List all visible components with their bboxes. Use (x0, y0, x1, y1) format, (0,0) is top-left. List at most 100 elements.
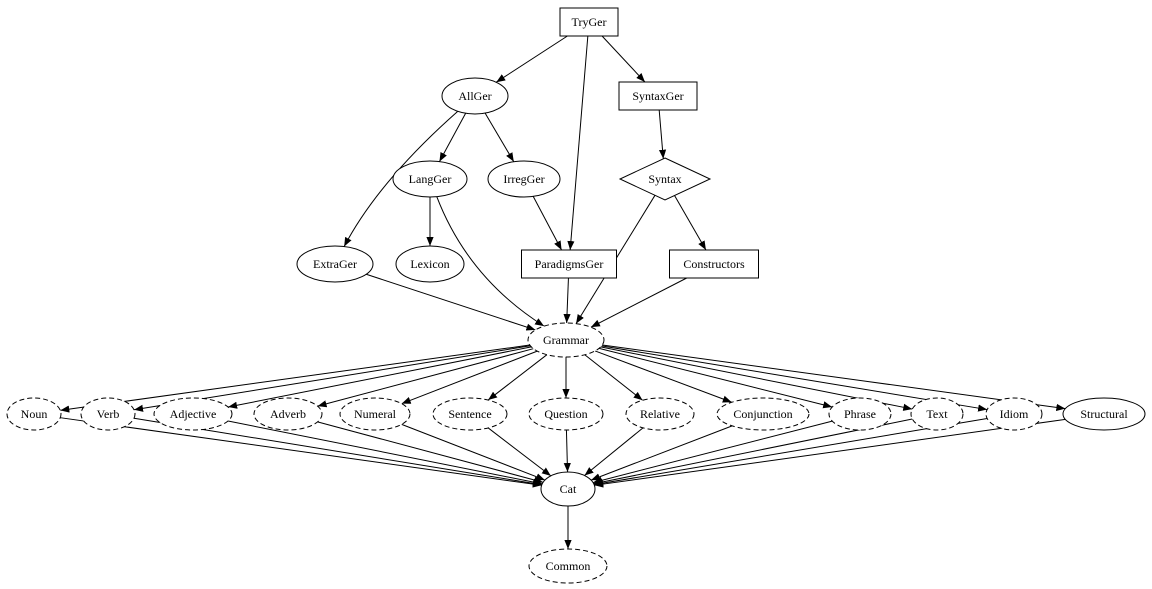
node-label-Grammar: Grammar (543, 333, 589, 347)
ellipse-shape (441, 77, 509, 115)
node-label-Phrase: Phrase (844, 407, 876, 421)
node-label-Adverb: Adverb (270, 407, 306, 421)
node-label-Idiom: Idiom (1000, 407, 1029, 421)
ellipse-shape (253, 397, 323, 431)
edge-AllGer-IrregGer (484, 112, 515, 162)
node-label-Cat: Cat (560, 482, 577, 496)
node-Question: Question (528, 397, 604, 431)
edge-TryGer-ParadigmsGer (567, 35, 589, 251)
box-shape (521, 249, 617, 279)
edge-ExtraGer-Grammar (366, 273, 536, 331)
ellipse-shape (153, 397, 233, 431)
edge-Relative-Cat (584, 427, 644, 476)
node-label-IrregGer: IrregGer (503, 172, 544, 186)
node-Phrase: Phrase (828, 397, 892, 431)
edge-Grammar-Sentence (487, 354, 548, 401)
node-Constructors: Constructors (669, 249, 759, 279)
node-IrregGer: IrregGer (487, 160, 561, 198)
edge-Sentence-Cat (487, 427, 552, 477)
edge-AllGer-ExtraGer (343, 110, 459, 247)
edge-Grammar-Numeral (401, 350, 538, 405)
ellipse-shape (395, 245, 465, 283)
edge-AllGer-LangGer (438, 113, 467, 162)
edge-Adverb-Cat (317, 421, 544, 484)
node-Relative: Relative (625, 397, 695, 431)
edge-Grammar-Adjective (228, 346, 532, 409)
node-Adverb: Adverb (253, 397, 323, 431)
ellipse-shape (828, 397, 892, 431)
node-label-AllGer: AllGer (458, 89, 491, 103)
ellipse-shape (910, 397, 964, 431)
node-Common: Common (528, 548, 608, 584)
node-label-Conjunction: Conjunction (733, 407, 792, 421)
node-Text: Text (910, 397, 964, 431)
node-label-Structural: Structural (1080, 407, 1128, 421)
node-ExtraGer: ExtraGer (296, 245, 374, 283)
node-label-Noun: Noun (21, 407, 48, 421)
node-Idiom: Idiom (985, 397, 1043, 431)
node-Sentence: Sentence (432, 397, 508, 431)
ellipse-shape (80, 397, 136, 431)
edge-Structural-Cat (594, 418, 1066, 488)
node-TryGer: TryGer (559, 7, 619, 37)
ellipse-shape (392, 160, 468, 198)
node-label-ParadigmsGer: ParadigmsGer (535, 257, 604, 271)
diamond-shape (618, 157, 712, 201)
node-label-Relative: Relative (640, 407, 680, 421)
edge-Idiom-Cat (594, 418, 988, 487)
edge-Phrase-Cat (592, 420, 833, 484)
node-Lexicon: Lexicon (395, 245, 465, 283)
node-Numeral: Numeral (339, 397, 411, 431)
edge-IrregGer-ParadigmsGer (532, 196, 563, 251)
node-Syntax: Syntax (618, 157, 712, 201)
box-shape (559, 7, 619, 37)
ellipse-shape (296, 245, 374, 283)
node-Adjective: Adjective (153, 397, 233, 431)
edge-Adjective-Cat (227, 420, 543, 486)
edge-Question-Cat (563, 429, 571, 473)
ellipse-shape (527, 322, 605, 358)
node-label-Numeral: Numeral (354, 407, 397, 421)
ellipse-shape (716, 397, 810, 431)
edge-TryGer-AllGer (495, 35, 568, 83)
ellipse-shape (528, 548, 608, 584)
ellipse-shape (487, 160, 561, 198)
edge-Grammar-Idiom (601, 345, 988, 412)
ellipse-shape (432, 397, 508, 431)
edge-Constructors-Grammar (590, 277, 687, 328)
node-label-TryGer: TryGer (572, 15, 607, 29)
node-Grammar: Grammar (527, 322, 605, 358)
ellipse-shape (528, 397, 604, 431)
node-label-Common: Common (546, 559, 591, 573)
ellipse-shape (540, 471, 596, 507)
edge-SyntaxGer-Syntax (658, 109, 667, 159)
node-Conjunction: Conjunction (716, 397, 810, 431)
edge-TryGer-SyntaxGer (601, 35, 646, 83)
edge-Grammar-Relative (584, 354, 643, 401)
node-Noun: Noun (6, 397, 62, 431)
edge-Grammar-Conjunction (594, 350, 732, 403)
node-label-Question: Question (544, 407, 587, 421)
edge-Grammar-Phrase (598, 347, 833, 409)
node-ParadigmsGer: ParadigmsGer (521, 249, 617, 279)
node-Verb: Verb (80, 397, 136, 431)
box-shape (669, 249, 759, 279)
edge-Grammar-Adverb (317, 348, 534, 408)
ellipse-shape (6, 397, 62, 431)
node-label-Constructors: Constructors (683, 257, 745, 271)
edge-Syntax-Constructors (674, 195, 707, 251)
edge-Conjunction-Cat (590, 425, 733, 481)
node-label-Sentence: Sentence (448, 407, 491, 421)
node-label-Verb: Verb (97, 407, 120, 421)
edge-ParadigmsGer-Grammar (563, 277, 571, 324)
node-Cat: Cat (540, 471, 596, 507)
edge-Grammar-Structural (602, 344, 1066, 412)
edge-Numeral-Cat (401, 423, 546, 481)
edge-Grammar-Noun (60, 344, 530, 413)
node-LangGer: LangGer (392, 160, 468, 198)
ellipse-shape (1062, 397, 1146, 431)
node-label-SyntaxGer: SyntaxGer (632, 89, 683, 103)
box-shape (618, 81, 698, 111)
